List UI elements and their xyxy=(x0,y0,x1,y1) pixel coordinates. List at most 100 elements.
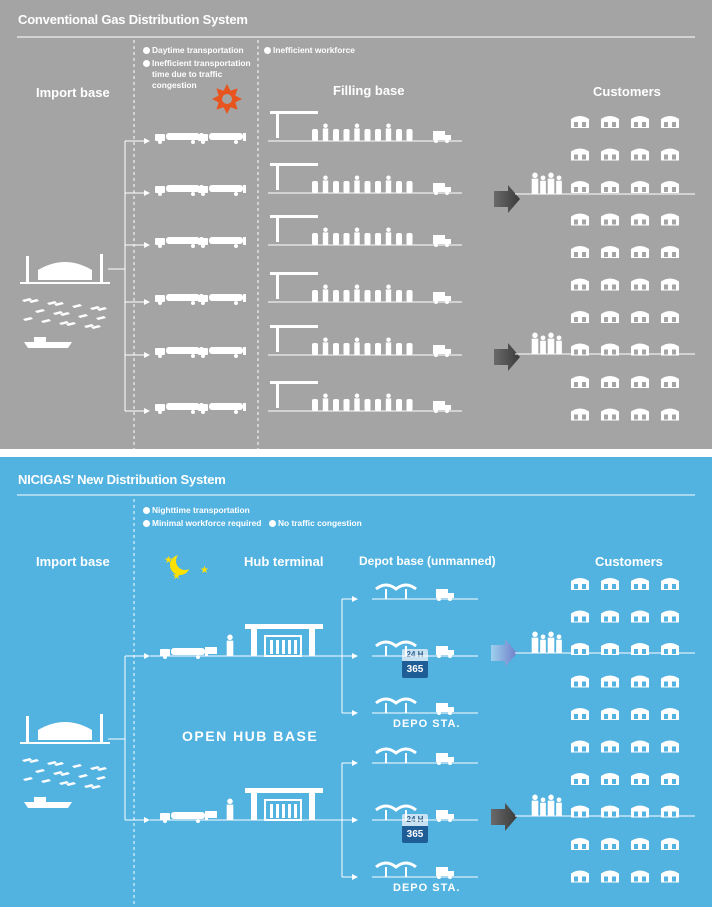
depot-pillar xyxy=(405,753,407,763)
gas-cylinder-icon xyxy=(333,399,339,411)
arrow-head xyxy=(352,710,358,716)
house-window xyxy=(582,779,586,784)
truck-tank xyxy=(243,237,246,245)
storage-tank-dome xyxy=(38,722,92,730)
cylinder-body xyxy=(288,804,291,818)
tank-lorry-icon xyxy=(155,403,203,414)
worker-body xyxy=(547,637,555,653)
house-body xyxy=(601,376,619,388)
tank-lorry-icon xyxy=(155,133,203,144)
worker-icon xyxy=(531,631,539,653)
house-window xyxy=(574,187,578,192)
crane-tower xyxy=(100,254,103,282)
worker-icon xyxy=(547,332,555,354)
label-filling-base: Filling base xyxy=(333,83,405,98)
cylinder-body xyxy=(406,343,413,355)
truck-cab xyxy=(198,238,208,245)
fish-mark xyxy=(97,307,107,311)
house-window xyxy=(582,122,586,127)
truck-wheel xyxy=(445,191,449,195)
cylinder-body xyxy=(312,129,318,141)
depot-roof xyxy=(375,747,417,755)
house-window xyxy=(672,649,676,654)
house-body xyxy=(661,148,679,161)
house-body xyxy=(601,181,619,193)
house-window xyxy=(604,349,608,355)
house-body xyxy=(601,643,619,655)
house-window xyxy=(664,746,668,752)
truck-tank xyxy=(205,647,217,654)
house-body xyxy=(661,213,679,226)
truck-cab xyxy=(448,593,454,598)
cylinder-body xyxy=(333,399,339,411)
worker-body xyxy=(354,398,360,411)
worker-body xyxy=(322,128,329,141)
delivery-truck-icon xyxy=(436,703,454,715)
truck-tank xyxy=(166,403,200,410)
house-window xyxy=(574,714,578,719)
truck-box xyxy=(436,703,448,712)
truck-wheel xyxy=(191,140,195,144)
house-icon xyxy=(571,408,589,421)
house-window xyxy=(612,187,616,192)
house-window xyxy=(574,122,578,127)
worker-head xyxy=(548,631,554,638)
truck-wheel xyxy=(234,354,238,358)
worker-head xyxy=(386,227,391,232)
house-body xyxy=(631,643,649,655)
gas-cylinder-icon xyxy=(364,290,371,302)
conventional-diagram xyxy=(17,36,695,449)
house-icon xyxy=(601,311,619,323)
house-body xyxy=(571,578,589,590)
depot-pillar xyxy=(405,703,407,713)
depot-canopy-icon xyxy=(375,640,417,656)
house-window xyxy=(582,252,586,257)
fish-mark xyxy=(78,774,88,778)
truck-wheel xyxy=(437,875,441,879)
house-body xyxy=(601,805,619,818)
house-window xyxy=(642,649,646,654)
worker-body xyxy=(322,232,329,245)
house-window xyxy=(582,349,586,355)
house-body xyxy=(661,675,679,688)
canopy-roof xyxy=(270,215,318,218)
house-window xyxy=(672,681,676,687)
gas-cylinder-icon xyxy=(406,181,413,193)
truck-wheel xyxy=(437,597,441,601)
delivery-truck-icon xyxy=(433,235,451,247)
house-window xyxy=(664,252,668,257)
cylinder-body xyxy=(312,399,318,411)
house-window xyxy=(612,681,616,687)
gas-cylinder-icon xyxy=(312,129,318,141)
flow-arrow xyxy=(491,803,517,831)
open-hub-base-label: OPEN HUB BASE xyxy=(182,728,319,744)
house-body xyxy=(631,408,649,421)
tanker-ship-bridge xyxy=(34,797,46,802)
truck-tank xyxy=(166,294,200,301)
truck-wheel xyxy=(448,654,452,658)
truck-box xyxy=(433,401,445,410)
arrow-head xyxy=(352,874,358,880)
house-icon xyxy=(571,181,589,193)
truck-wheel xyxy=(445,300,449,304)
canopy-pillar xyxy=(276,218,279,242)
truck-tank xyxy=(243,347,246,355)
house-icon xyxy=(631,311,649,323)
gas-cylinder-icon xyxy=(333,343,339,355)
house-window xyxy=(672,811,676,817)
truck-tank xyxy=(209,237,243,244)
cylinder-body xyxy=(364,233,371,245)
house-window xyxy=(664,844,668,849)
house-window xyxy=(582,616,586,622)
worker-head xyxy=(532,794,538,801)
star-icon: ★ xyxy=(200,565,209,576)
fish-mark xyxy=(54,762,64,766)
worker-body xyxy=(531,800,539,816)
house-window xyxy=(642,122,646,127)
house-body xyxy=(661,181,679,193)
cylinder-body xyxy=(343,343,350,355)
note-traffic-line: time due to traffic xyxy=(152,69,223,79)
house-window xyxy=(642,414,646,420)
house-body xyxy=(661,116,679,128)
truck-wheel xyxy=(158,354,162,358)
